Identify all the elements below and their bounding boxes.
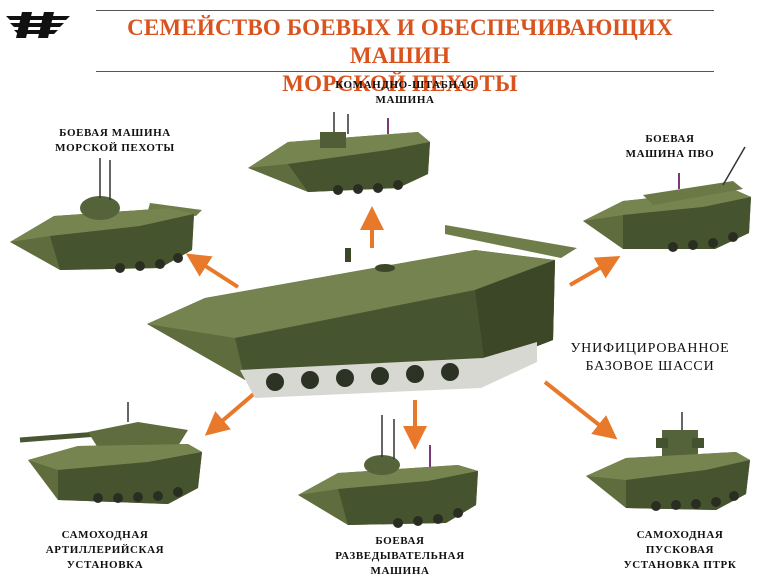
label-recon-line-2: РАЗВЕДЫВАТЕЛЬНАЯ: [335, 550, 465, 562]
label-command-line-2: МАШИНА: [375, 94, 435, 106]
base-chassis-image: [147, 225, 577, 398]
label-base-chassis: УНИФИЦИРОВАННОЕ БАЗОВОЕ ШАССИ: [550, 340, 750, 376]
label-atgm-line-3: УСТАНОВКА ПТРК: [623, 559, 737, 571]
label-command-line-1: КОМАНДНО-ШТАБНАЯ: [335, 79, 475, 91]
label-aa-line-1: БОЕВАЯ: [645, 133, 695, 145]
label-command-vehicle: КОМАНДНО-ШТАБНАЯ МАШИНА: [315, 78, 495, 108]
aa-vehicle-image: [583, 146, 751, 252]
atgm-vehicle-image: [586, 412, 750, 511]
label-artillery-line-1: САМОХОДНАЯ: [61, 529, 149, 541]
title-line-1: СЕМЕЙСТВО БОЕВЫХ И ОБЕСПЕЧИВАЮЩИХ МАШИН: [127, 15, 673, 68]
label-atgm-line-1: САМОХОДНАЯ: [636, 529, 724, 541]
title-line-2: МОРСКОЙ ПЕХОТЫ: [282, 71, 518, 96]
arrow-to-aa: [569, 256, 621, 287]
label-ifv-line-1: БОЕВАЯ МАШИНА: [59, 127, 171, 139]
command-vehicle-image: [248, 112, 430, 195]
label-recon-line-3: МАШИНА: [370, 565, 430, 577]
artillery-image: [19, 402, 202, 504]
page-title: СЕМЕЙСТВО БОЕВЫХ И ОБЕСПЕЧИВАЮЩИХ МАШИН …: [90, 14, 710, 98]
label-aa-vehicle: БОЕВАЯ МАШИНА ПВО: [600, 132, 740, 162]
label-aa-line-2: МАШИНА ПВО: [625, 148, 715, 160]
label-ifv-line-2: МОРСКОЙ ПЕХОТЫ: [55, 142, 175, 154]
label-ifv: БОЕВАЯ МАШИНА МОРСКОЙ ПЕХОТЫ: [30, 126, 200, 156]
label-artillery: САМОХОДНАЯ АРТИЛЛЕРИЙСКАЯ УСТАНОВКА: [25, 528, 185, 573]
label-base-line-1: УНИФИЦИРОВАННОЕ: [570, 341, 730, 356]
label-artillery-line-3: УСТАНОВКА: [66, 559, 144, 571]
label-atgm-line-2: ПУСКОВАЯ: [645, 544, 715, 556]
title-rule-bottom: [96, 71, 714, 72]
label-recon-line-1: БОЕВАЯ: [375, 535, 425, 547]
label-recon-vehicle: БОЕВАЯ РАЗВЕДЫВАТЕЛЬНАЯ МАШИНА: [320, 534, 480, 579]
recon-vehicle-image: [298, 415, 478, 528]
label-atgm: САМОХОДНАЯ ПУСКОВАЯ УСТАНОВКА ПТРК: [600, 528, 760, 573]
title-rule-top: [96, 10, 714, 11]
ifv-image: [10, 158, 202, 273]
arrow-to-atgm: [543, 380, 618, 440]
arrow-to-artillery: [204, 390, 258, 436]
label-artillery-line-2: АРТИЛЛЕРИЙСКАЯ: [45, 544, 165, 556]
company-logo: [6, 12, 70, 38]
label-base-line-2: БАЗОВОЕ ШАССИ: [585, 359, 715, 374]
arrow-to-ifv: [185, 253, 240, 289]
